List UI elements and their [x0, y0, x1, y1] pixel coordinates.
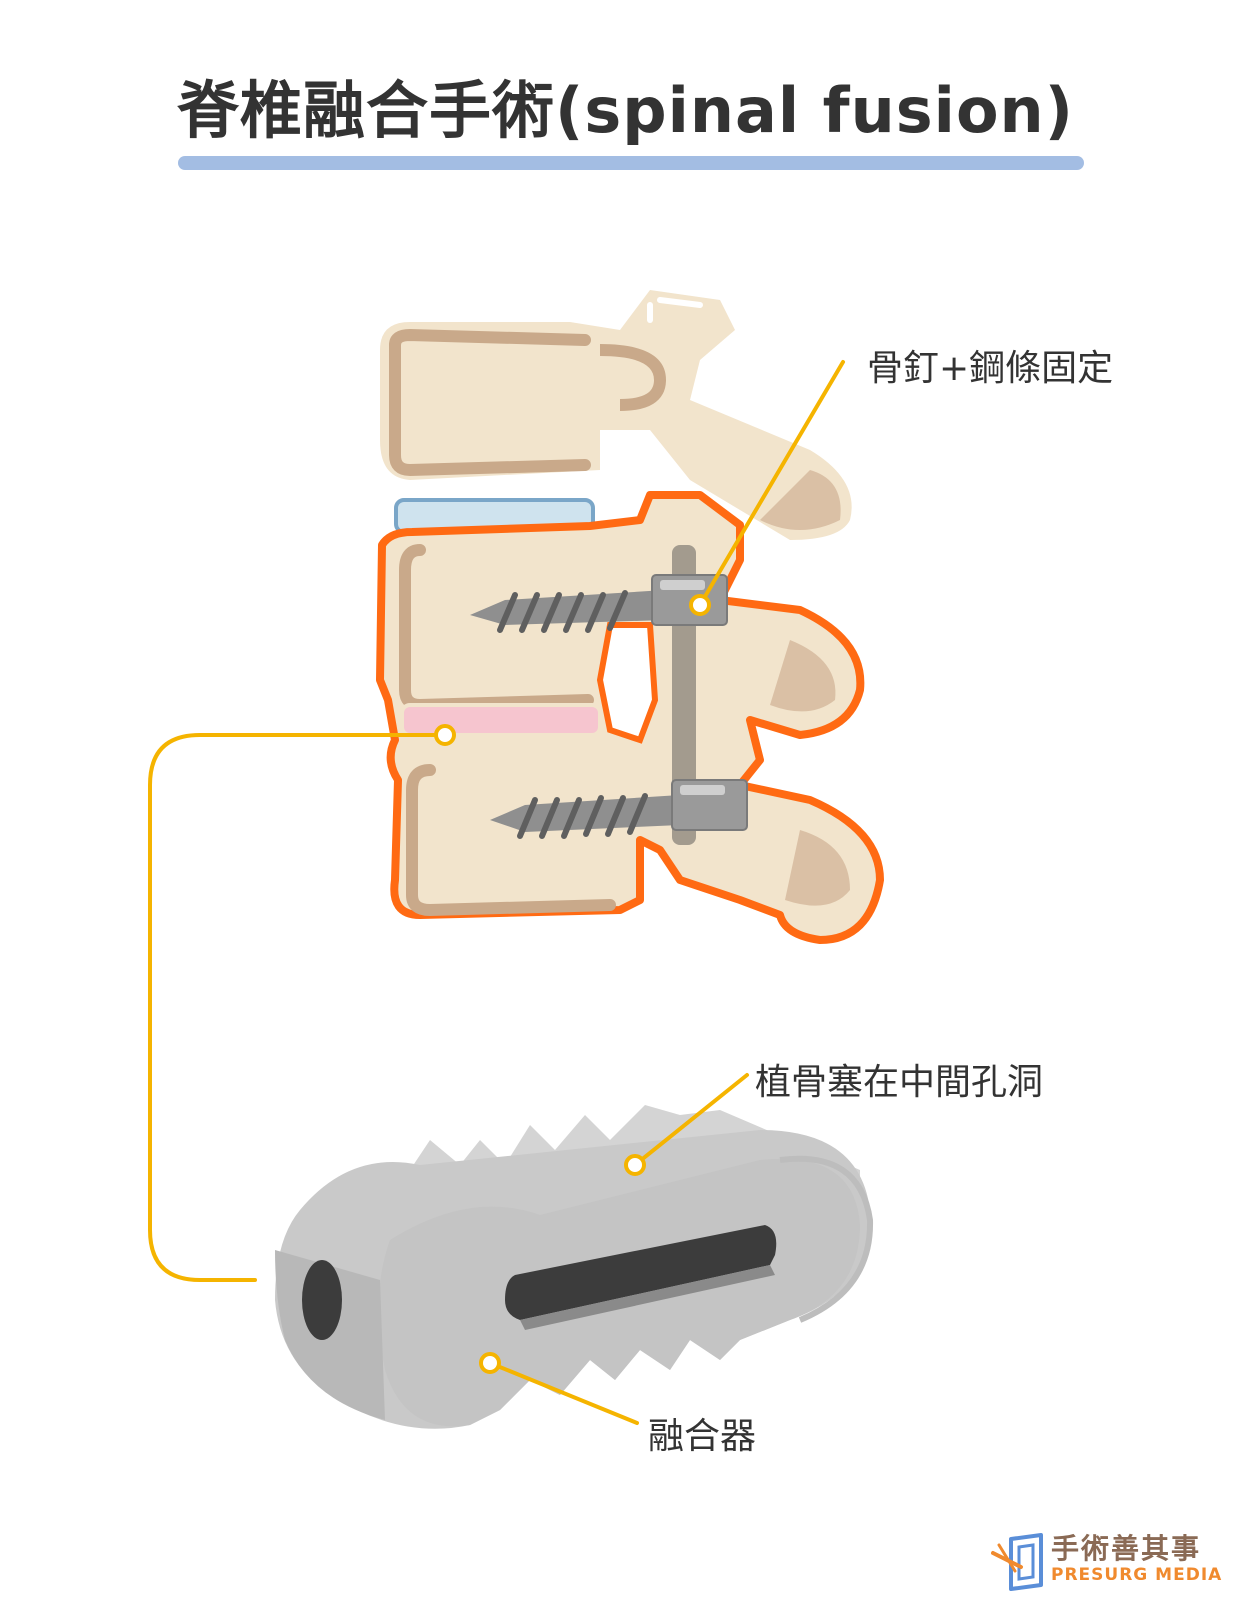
fused-disc	[400, 703, 602, 737]
label-bone-graft: 植骨塞在中間孔洞	[755, 1062, 1044, 1103]
brand-logo-icon	[991, 1533, 1043, 1591]
fused-segment	[376, 491, 884, 944]
dot-screw-rod	[689, 594, 711, 616]
brand-logo-block: 手術善其事 PRESURG MEDIA	[991, 1527, 1221, 1597]
leader-lines	[148, 360, 845, 1425]
leader-disc-to-cage	[148, 733, 447, 1282]
brand-subtitle: PRESURG MEDIA	[1051, 1565, 1223, 1585]
leader-screw-rod	[698, 360, 845, 607]
fusion-cage	[275, 1105, 874, 1429]
lower-pedicle-screw	[490, 779, 748, 839]
dot-cage	[479, 1352, 501, 1374]
leader-dots	[434, 594, 711, 1374]
page-title: 脊椎融合手術(spinal fusion)	[176, 74, 1075, 147]
dot-fused-disc	[434, 724, 456, 746]
leader-cage	[488, 1361, 639, 1425]
label-fusion-cage: 融合器	[648, 1416, 757, 1457]
upper-vertebra	[380, 290, 852, 540]
dot-bone-graft	[624, 1154, 646, 1176]
label-screw-rod-fixation: 骨釘+鋼條固定	[867, 348, 1114, 389]
brand-name: 手術善其事	[1051, 1532, 1202, 1565]
title-underline	[178, 156, 1084, 170]
leader-bone-graft	[633, 1073, 749, 1167]
